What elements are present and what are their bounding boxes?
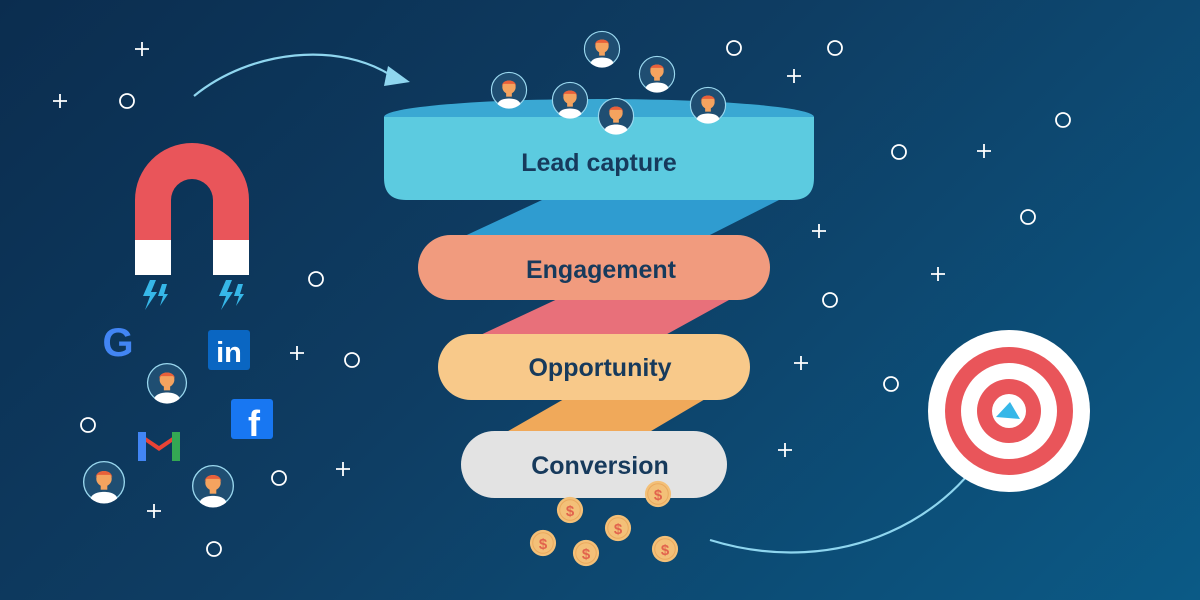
revenue-coins: $ $ $ $ $ $	[529, 480, 679, 567]
lead-avatar	[597, 97, 635, 135]
funnel-ribbon-2	[474, 295, 738, 338]
coin-icon: $	[651, 535, 679, 563]
google-icon: G	[102, 321, 133, 365]
lead-avatar	[689, 86, 727, 124]
coin-icon: $	[572, 539, 600, 567]
gmail-icon	[138, 432, 180, 461]
coin-icon: $	[644, 480, 672, 508]
svg-text:$: $	[566, 503, 575, 520]
lead-avatar	[638, 55, 676, 93]
lead-avatar	[583, 30, 621, 68]
lead-avatar	[191, 464, 235, 508]
svg-text:$: $	[614, 521, 623, 538]
funnel-stage-lead-capture: Lead capture	[384, 117, 814, 200]
svg-text:Conversion: Conversion	[531, 452, 669, 480]
coin-icon: $	[529, 529, 557, 557]
target-icon	[928, 330, 1090, 492]
lead-avatar	[82, 460, 126, 504]
svg-text:$: $	[654, 487, 663, 504]
svg-text:Opportunity: Opportunity	[528, 354, 671, 382]
svg-text:f: f	[248, 403, 261, 444]
coin-icon: $	[556, 496, 584, 524]
svg-text:in: in	[216, 337, 242, 369]
magnet-icon	[135, 143, 249, 310]
svg-text:Lead capture: Lead capture	[521, 149, 677, 177]
svg-text:$: $	[582, 546, 591, 563]
funnel-stage-conversion: Conversion	[461, 431, 727, 498]
svg-text:$: $	[661, 542, 670, 559]
flow-arrow-top-head	[384, 66, 410, 86]
facebook-icon: f	[231, 399, 273, 444]
funnel-ribbon-3	[503, 395, 712, 434]
funnel-stage-opportunity: Opportunity	[438, 334, 750, 400]
lead-avatar	[490, 71, 528, 109]
lead-avatar	[146, 362, 188, 404]
svg-text:G: G	[102, 321, 133, 365]
lead-avatar	[551, 81, 589, 119]
funnel-ribbon-1	[456, 200, 779, 240]
decorative-sparkles	[53, 40, 1071, 557]
flow-arrow-top	[193, 53, 396, 97]
svg-text:Engagement: Engagement	[526, 256, 677, 284]
linkedin-icon: in	[208, 330, 250, 370]
svg-text:$: $	[539, 536, 548, 553]
funnel-stage-engagement: Engagement	[418, 235, 770, 300]
coin-icon: $	[604, 514, 632, 542]
